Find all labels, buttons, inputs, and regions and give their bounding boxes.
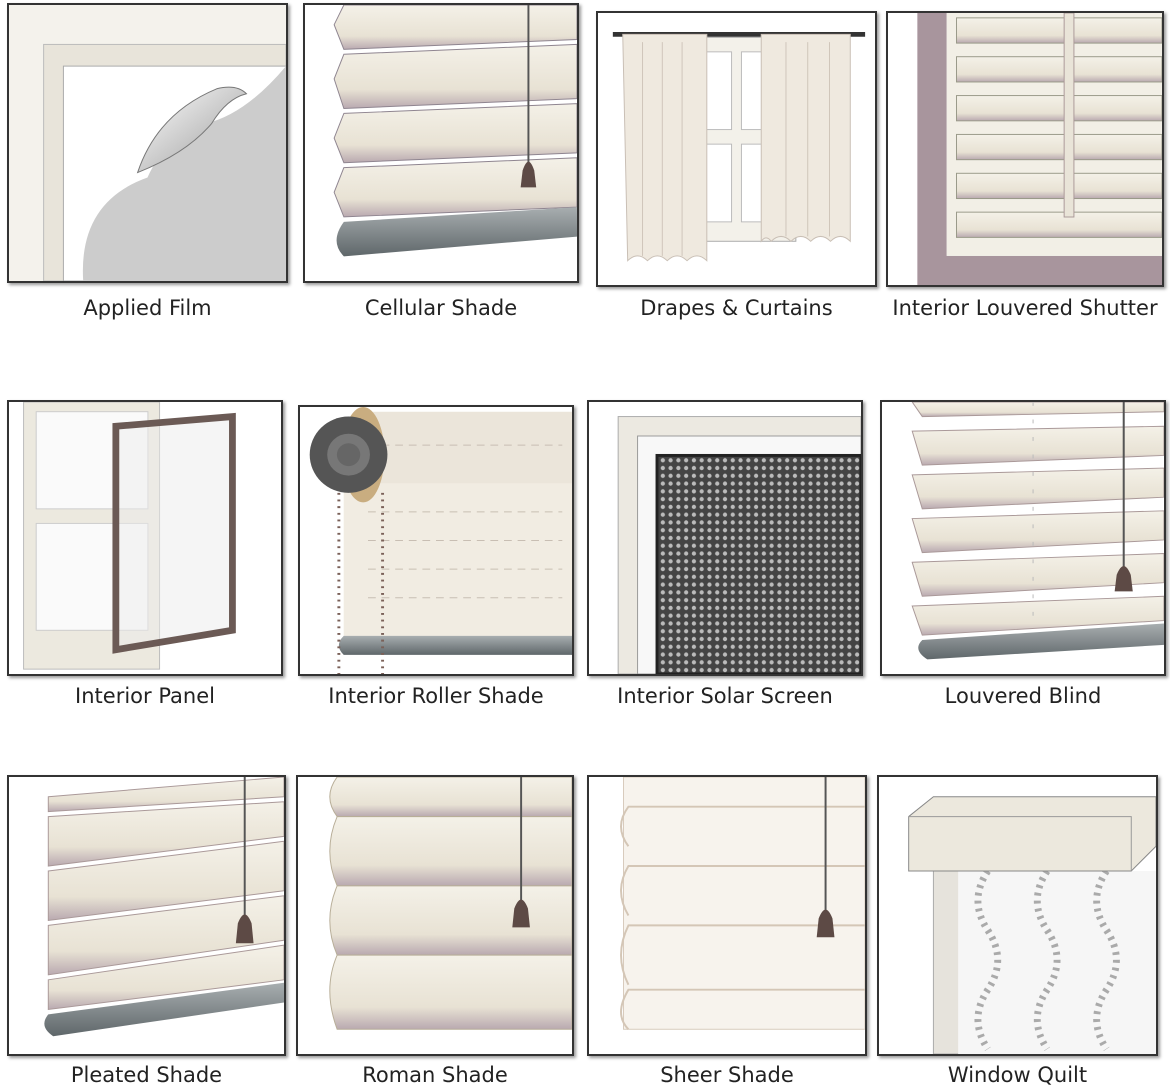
card-drapes-curtains[interactable]: Drapes & Curtains: [596, 3, 877, 320]
card-roman-shade[interactable]: Roman Shade: [296, 775, 574, 1087]
item-label: Interior Roller Shade: [328, 684, 544, 708]
card-interior-solar-screen[interactable]: Interior Solar Screen: [587, 400, 863, 708]
card-interior-louvered-shutter[interactable]: Interior Louvered Shutter: [886, 3, 1164, 320]
card-pleated-shade[interactable]: Pleated Shade: [7, 775, 286, 1087]
item-label: Louvered Blind: [944, 684, 1102, 708]
item-label: Drapes & Curtains: [640, 296, 833, 320]
item-label: Cellular Shade: [364, 296, 518, 320]
drapes-curtains-icon: [596, 11, 877, 287]
item-label: Interior Louvered Shutter: [892, 296, 1158, 320]
card-sheer-shade[interactable]: Sheer Shade: [587, 775, 867, 1087]
applied-film-icon: [7, 3, 288, 283]
window-quilt-icon: [877, 775, 1158, 1056]
louvered-blind-icon: [880, 400, 1166, 676]
roller-shade-icon: [298, 405, 574, 676]
louvered-shutter-icon: [886, 11, 1164, 287]
item-label: Applied Film: [83, 296, 212, 320]
card-louvered-blind[interactable]: Louvered Blind: [880, 400, 1166, 708]
card-applied-film[interactable]: Applied Film: [7, 3, 288, 320]
roman-shade-icon: [296, 775, 574, 1056]
item-label: Roman Shade: [362, 1063, 508, 1087]
card-interior-roller-shade[interactable]: Interior Roller Shade: [298, 400, 574, 708]
pleated-shade-icon: [7, 775, 286, 1056]
cellular-shade-icon: [303, 3, 579, 283]
item-label: Pleated Shade: [70, 1063, 223, 1087]
card-cellular-shade[interactable]: Cellular Shade: [303, 3, 579, 320]
item-label: Sheer Shade: [660, 1063, 794, 1087]
item-label: Interior Solar Screen: [617, 684, 833, 708]
solar-screen-icon: [587, 400, 863, 676]
sheer-shade-icon: [587, 775, 867, 1056]
item-label: Window Quilt: [947, 1063, 1088, 1087]
interior-panel-icon: [7, 400, 283, 676]
card-interior-panel[interactable]: Interior Panel: [7, 400, 283, 708]
item-label: Interior Panel: [75, 684, 215, 708]
card-window-quilt[interactable]: Window Quilt: [877, 775, 1158, 1087]
